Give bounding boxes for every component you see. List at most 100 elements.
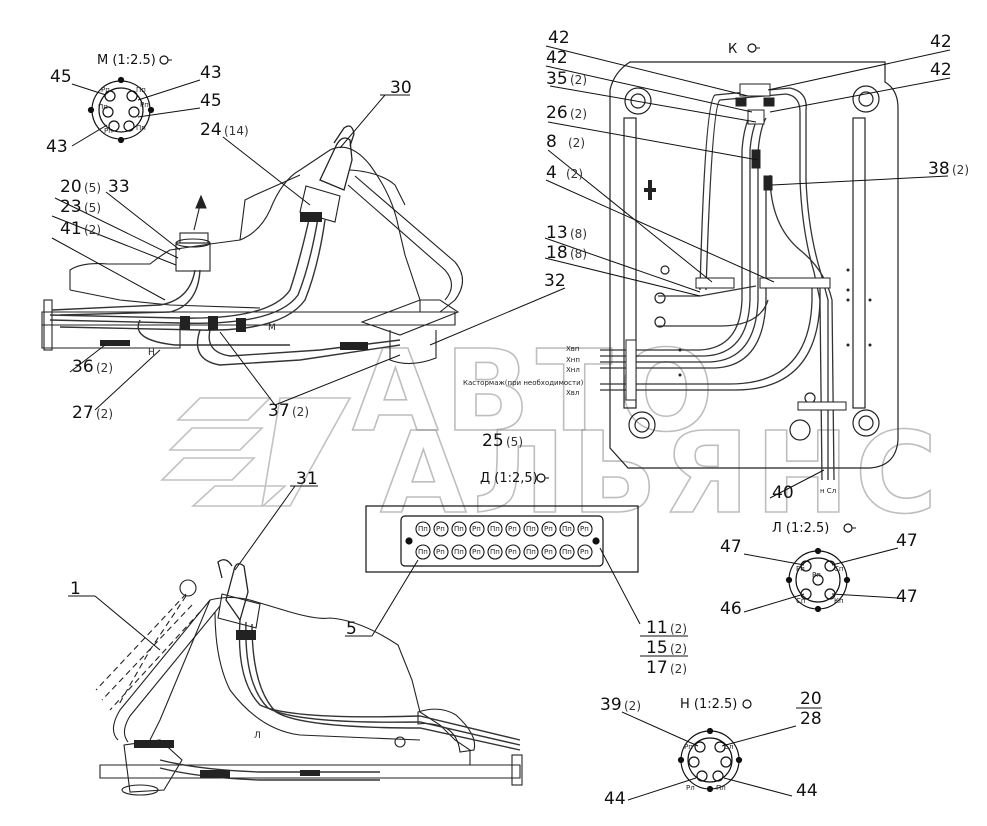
label-44-a: 44 [604,789,626,809]
label-47-b: 47 [896,531,918,551]
label-35-qty: (2) [570,73,587,87]
label-28: 28 [800,709,822,729]
m-leaders [71,79,201,147]
hose-label-xnp: Хнп [566,356,580,364]
view-k-title: К [728,42,760,57]
svg-text:Рп: Рп [472,525,481,533]
k-leaders [544,45,951,499]
n-pin-2: Сл [724,743,733,751]
hose-label-kastor: Кастормаж(при необходимости) [463,379,584,387]
label-35: 35 [546,69,568,89]
view-d-sockets-bottom [415,544,593,560]
label-47-a: 47 [720,537,742,557]
label-45-b: 45 [200,91,222,111]
label-39: 39 [600,695,622,715]
m-pin-4: Рп [140,101,149,109]
label-43-a: 43 [200,63,222,83]
label-37: 37 [268,401,290,421]
l-pin-2: Сп [834,565,843,573]
label-20: 20 [60,177,82,197]
upper-hose-clamps [100,212,368,350]
section-mark-l: Л [254,731,261,741]
view-n-title: Н (1:2.5) [680,697,752,712]
lower-leaders [68,485,318,651]
label-41-qty: (2) [84,223,101,237]
k-panel [609,61,899,469]
label-41: 41 [60,219,82,239]
label-15: 15 [646,638,668,658]
section-mark-n: Н [148,348,155,358]
svg-text:Пп: Пп [418,525,428,533]
section-mark-m: М [268,323,276,333]
label-43-b: 43 [46,137,68,157]
label-25: 25 [482,431,504,451]
label-8-qty: (2) [568,136,585,150]
label-27: 27 [72,403,94,423]
view-l-title: Л (1:2.5) [772,521,856,536]
m-pin-3: Пп [98,103,108,111]
view-d-title: Д (1:2,5) [480,471,549,486]
label-26: 26 [546,103,568,123]
view-d-leaders [345,547,688,657]
k-hose-routing [600,87,835,481]
lower-hose-clamps [134,630,320,778]
m-pin-6: Пп [136,124,146,132]
n-pin-1: Рп [684,743,693,751]
svg-text:Пп: Пп [490,525,500,533]
svg-text:Пп: Пп [562,548,572,556]
hose-label-xbp: Хвп [566,345,580,353]
label-18: 18 [546,243,568,263]
svg-text:К: К [728,42,737,57]
label-5: 5 [346,619,357,639]
lower-hose-bundle [159,619,521,781]
upper-leaders [51,94,566,411]
svg-text:Пп: Пп [418,548,428,556]
label-11: 11 [646,618,668,638]
svg-text:Рп: Рп [508,548,517,556]
view-m-connector [87,76,155,144]
label-45-a: 45 [50,67,72,87]
hose-label-nsl: н Сл [820,487,836,495]
label-38-qty: (2) [952,163,969,177]
m-pin-2: Пп [136,86,146,94]
view-m-title: М (1:2.5) [97,53,172,68]
l-pin-4: Сп [796,597,805,605]
svg-text:Д (1:2,5): Д (1:2,5) [480,471,538,486]
view-l-connector [785,547,851,613]
svg-text:Рп: Рп [580,525,589,533]
label-25-qty: (5) [506,435,523,449]
label-23-qty: (5) [84,201,101,215]
label-23: 23 [60,197,82,217]
label-39-qty: (2) [624,699,641,713]
label-15-qty: (2) [670,642,687,656]
label-24: 24 [200,120,222,140]
view-d-sockets-top [415,521,593,537]
label-8: 8 [546,132,557,152]
label-42-d: 42 [930,60,952,80]
label-42-c: 42 [930,32,952,52]
svg-text:Рп: Рп [544,548,553,556]
label-26-qty: (2) [570,107,587,121]
view-d-strip [365,505,639,573]
svg-text:М (1:2.5): М (1:2.5) [97,53,156,68]
label-30: 30 [390,78,412,98]
svg-text:Рп: Рп [436,548,445,556]
label-36: 36 [72,357,94,377]
svg-text:Рп: Рп [472,548,481,556]
label-1: 1 [70,579,81,599]
label-17-qty: (2) [670,662,687,676]
svg-text:Пп: Пп [454,525,464,533]
label-4: 4 [546,163,557,183]
l-pin-5: Рп [812,571,821,579]
l-pin-1: Рп [796,565,805,573]
label-44-b: 44 [796,781,818,801]
label-13-qty: (8) [570,227,587,241]
label-20-qty: (5) [84,181,101,195]
k-dot-markers [644,180,872,377]
svg-text:Пп: Пп [526,548,536,556]
label-37-qty: (2) [292,405,309,419]
k-fittings [625,83,847,411]
lower-console-assembly [95,559,523,796]
